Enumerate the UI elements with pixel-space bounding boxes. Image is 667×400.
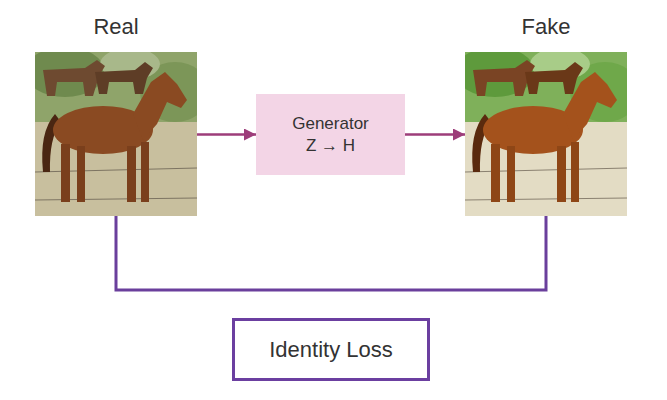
fence-wire [35,168,197,172]
process-box: GeneratorZ → H [256,94,405,175]
box-label: Z → H [306,135,355,157]
image-node: Fake [465,12,627,216]
background-horse [95,62,153,94]
fence-wire [35,198,197,200]
horse-leg [491,144,500,202]
horse-neck [563,72,617,140]
box-label: Identity Loss [269,336,393,364]
box-label: Generator [292,113,369,135]
image-node: Real [35,12,197,216]
horse-photo [35,52,197,216]
background-horse [525,62,583,94]
flow-arrow [405,133,465,136]
horse-leg [507,146,515,202]
horse-leg [127,146,136,202]
horse-leg [571,142,579,202]
background-horse [473,60,535,96]
horse-neck [133,72,187,140]
image-heading: Fake [522,12,571,42]
fence-wire [465,168,627,172]
horse-leg [557,146,566,202]
horse-leg [77,146,85,202]
horse-photo [465,52,627,216]
horse-leg [141,142,149,202]
background-horse [43,60,105,96]
fence-wire [465,198,627,200]
image-heading: Real [93,12,138,42]
loss-box: Identity Loss [232,318,430,381]
identity-bracket [116,216,546,290]
photo-bush [35,52,105,97]
horse-leg [61,144,70,202]
photo-bush [465,52,535,97]
flow-arrow [197,133,256,136]
